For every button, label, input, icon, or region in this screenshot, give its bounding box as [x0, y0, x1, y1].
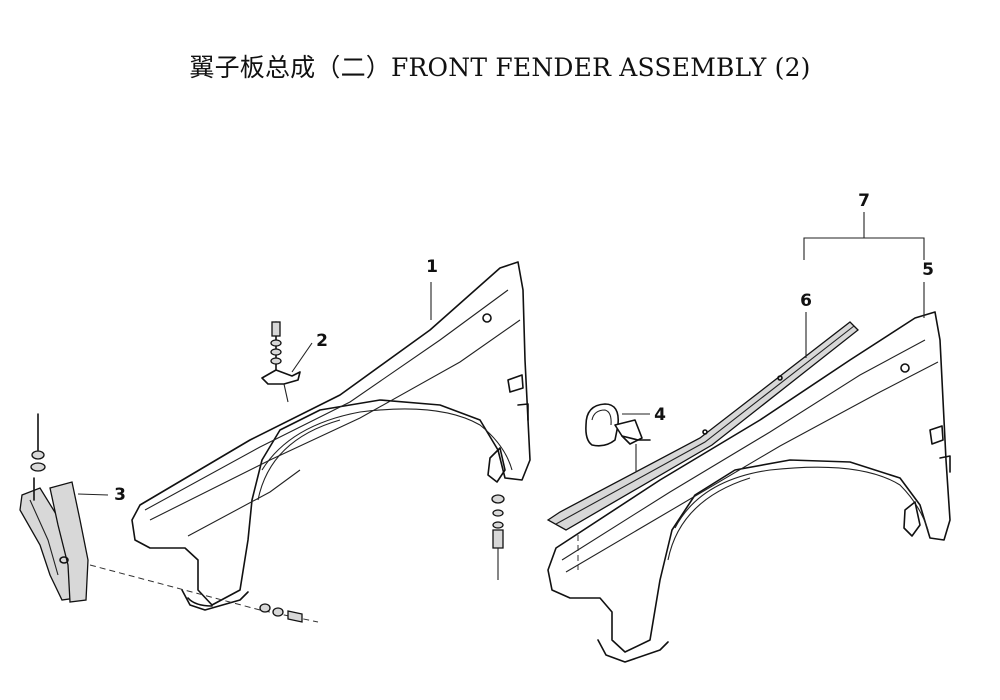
- side-mirror-part: [585, 403, 651, 472]
- callout-1: 1: [426, 257, 438, 277]
- fender-trim-strip-part: [546, 321, 859, 570]
- washer-icon: [30, 462, 46, 472]
- fender-lower-bracket-part: [19, 413, 89, 603]
- callout-7: 7: [858, 191, 870, 211]
- callout-2: 2: [316, 331, 328, 351]
- callout-leaders: [77, 212, 925, 496]
- fender-clip-part: [261, 321, 301, 403]
- nut-icon: [31, 450, 45, 460]
- callout-5: 5: [922, 260, 934, 280]
- front-fender-right: [547, 311, 951, 663]
- fender-bottom-bolts: [259, 603, 303, 623]
- bolt-icon: [271, 321, 281, 337]
- front-fender-left: [131, 261, 531, 611]
- callout-3: 3: [114, 485, 126, 505]
- callout-4: 4: [654, 405, 666, 425]
- callout-6: 6: [800, 291, 812, 311]
- fender-rear-bolt-stack: [491, 494, 505, 580]
- page-title: 翼子板总成（二）FRONT FENDER ASSEMBLY (2): [189, 53, 811, 82]
